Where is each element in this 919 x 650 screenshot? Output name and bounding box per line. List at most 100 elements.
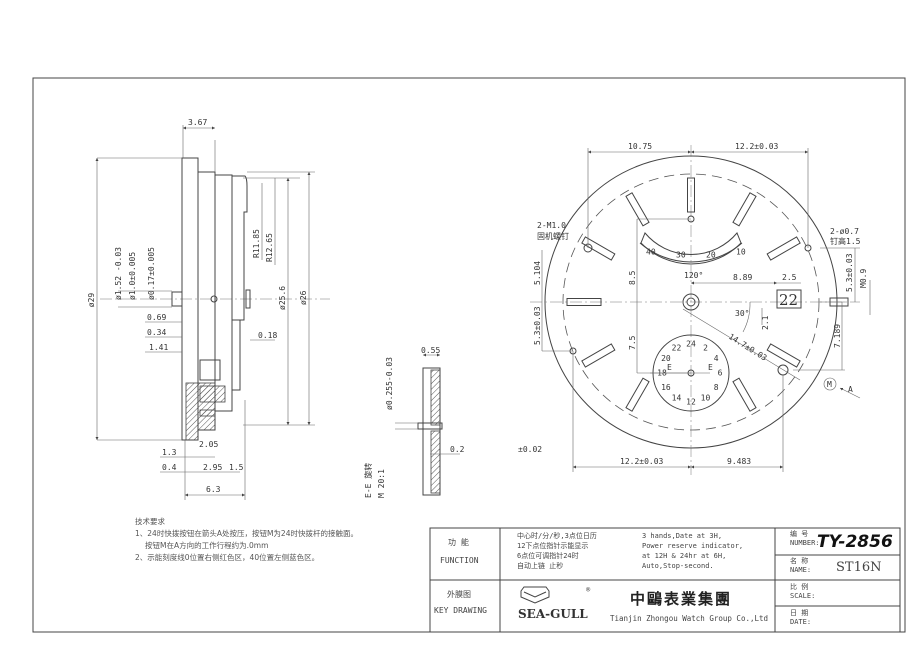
dim-069: 0.69 <box>147 313 166 322</box>
label-cn: 编 号 <box>790 530 809 538</box>
desc-line: 3 hands,Date at 3H, <box>642 532 723 540</box>
label-cn: 名 称 <box>790 557 809 565</box>
note-line: 1、24时快拨按钮在箭头A处按压，按钮M为24时快拨杆的接触面。 <box>135 529 358 538</box>
angle-120: 120° <box>684 271 703 280</box>
hour-marker <box>625 377 650 412</box>
label-cn: 比 例 <box>790 583 809 591</box>
dim-889: 8.89 <box>733 273 752 282</box>
key-drawing-label-en: KEY DRAWING <box>434 606 487 615</box>
screw-label: 2-M1.0 <box>537 221 566 230</box>
brand-name: SEA-GULL <box>518 607 588 621</box>
desc-line: Auto,Stop-second. <box>642 562 714 570</box>
dim-53-left: 5.3±0.03 <box>533 306 542 345</box>
desc-line: Power reserve indicator, <box>642 542 744 550</box>
pin-note: 钉高1.5 <box>830 236 861 246</box>
desc-line: at 12H & 24hr at 6H, <box>642 552 727 560</box>
dim-d0255: ø0.255-0.03 <box>385 357 394 410</box>
dim-13: 1.3 <box>162 448 177 457</box>
hour-marker <box>732 192 757 227</box>
dim-d26: ø26 <box>299 290 308 305</box>
label-en: DATE: <box>790 618 812 626</box>
date-window <box>776 289 802 309</box>
company-name-en: Tianjin Zhongou Watch Group Co.,Ltd <box>610 614 769 623</box>
tolerance-note: ±0.02 <box>518 445 542 454</box>
note-line: 2、示能刻度线0位置右侧红色区，40位置左侧蓝色区。 <box>135 553 320 562</box>
dim-5104: 5.104 <box>533 261 542 285</box>
dim-53-right: 5.3±0.03 <box>845 253 854 292</box>
hour-marker <box>732 377 757 412</box>
angle-30: 30° <box>735 309 749 318</box>
hand-post <box>171 291 183 307</box>
dim-d256: ø25.6 <box>278 286 287 310</box>
function-label-cn: 功 能 <box>448 538 469 547</box>
subdial-label: 8 <box>714 383 719 392</box>
sea-gull-logo <box>520 586 550 604</box>
dim-25: 2.5 <box>782 273 797 282</box>
subdial-label: 10 <box>701 394 711 403</box>
dim-147: 14.7±0.03 <box>727 332 769 363</box>
power-reserve-gauge <box>640 232 742 265</box>
hour-marker <box>625 192 650 227</box>
marker-m-circle <box>823 377 837 391</box>
dim-122-bottom: 12.2±0.03 <box>620 457 664 466</box>
hour-marker <box>766 343 801 368</box>
dim-m09: M0.9 <box>859 269 868 288</box>
pivot <box>210 295 218 303</box>
key-drawing-label-cn: 外膜图 <box>447 590 471 599</box>
subdial-label: 22 <box>672 343 682 352</box>
dim-02: 0.2 <box>450 445 465 454</box>
power-reserve-label: 10 <box>736 248 746 257</box>
label-en: SCALE: <box>790 592 816 600</box>
section-label: E-E 旋转 <box>363 463 373 498</box>
dim-367: 3.67 <box>188 118 207 127</box>
function-desc-en: 3 hands,Date at 3H, Power reserve indica… <box>642 531 743 571</box>
dim-205: 2.05 <box>199 440 218 449</box>
marker-m: M <box>827 380 832 389</box>
subdial-letter-right: E <box>708 363 713 372</box>
hour-marker <box>581 343 616 368</box>
dim-04: 0.4 <box>162 463 177 472</box>
dim-018: 0.18 <box>258 331 277 340</box>
subdial-label: 20 <box>661 354 671 363</box>
power-reserve-label: 30 <box>676 251 686 260</box>
dim-d152: ø1.52 -0.03 <box>114 247 123 300</box>
technical-notes: 技术要求 1、24时快拨按钮在箭头A处按压，按钮M为24时快拨杆的接触面。 按钮… <box>135 516 358 564</box>
side-view: ø29 ø1.52 -0.03 ø1.0±0.005 ø0.17±0.005 0… <box>87 118 330 500</box>
note-line: 按钮M在A方向的工作行程约为.0mm <box>145 541 269 550</box>
desc-line: 中心时/分/秒,3点位日历 <box>517 532 597 540</box>
subdial-label: 14 <box>672 394 682 403</box>
pin-label: 2-ø0.7 <box>830 227 859 236</box>
dim-055: 0.55 <box>421 346 440 355</box>
screw-note: 固机螺钉 <box>537 231 569 241</box>
drawing-number: TY-2856 <box>817 532 893 552</box>
dim-r1185: R11.85 <box>252 229 261 258</box>
label-en: NAME: <box>790 566 812 574</box>
registered-mark: ® <box>586 586 591 594</box>
dim-d017: ø0.17±0.005 <box>147 247 156 300</box>
dim-141: 1.41 <box>149 343 168 352</box>
hour-marker <box>566 298 602 306</box>
date-number: 22 <box>779 291 798 309</box>
label-cn: 日 期 <box>790 609 809 617</box>
subdial-label: 24 <box>686 340 696 349</box>
subdial-label: 12 <box>686 398 696 407</box>
subdial-label: 4 <box>714 354 719 363</box>
subdial-label: 2 <box>703 343 708 352</box>
function-desc-cn: 中心时/分/秒,3点位日历 12下点位指针示能显示 6点位可调指针24时 自动上… <box>517 531 597 571</box>
dim-d10: ø1.0±0.005 <box>128 252 137 300</box>
power-reserve-label: 40 <box>646 248 656 257</box>
arrow-a: A <box>848 385 853 394</box>
desc-line: 6点位可调指针24时 <box>517 552 579 560</box>
dim-034: 0.34 <box>147 328 166 337</box>
dim-85: 8.5 <box>628 270 637 285</box>
function-label-en: FUNCTION <box>440 556 479 565</box>
hour-marker <box>766 236 801 261</box>
desc-line: 自动上链 止秒 <box>517 562 564 570</box>
dim-122-top: 12.2±0.03 <box>735 142 779 151</box>
movement-name: ST16N <box>836 560 882 575</box>
dim-75: 7.5 <box>628 335 637 350</box>
